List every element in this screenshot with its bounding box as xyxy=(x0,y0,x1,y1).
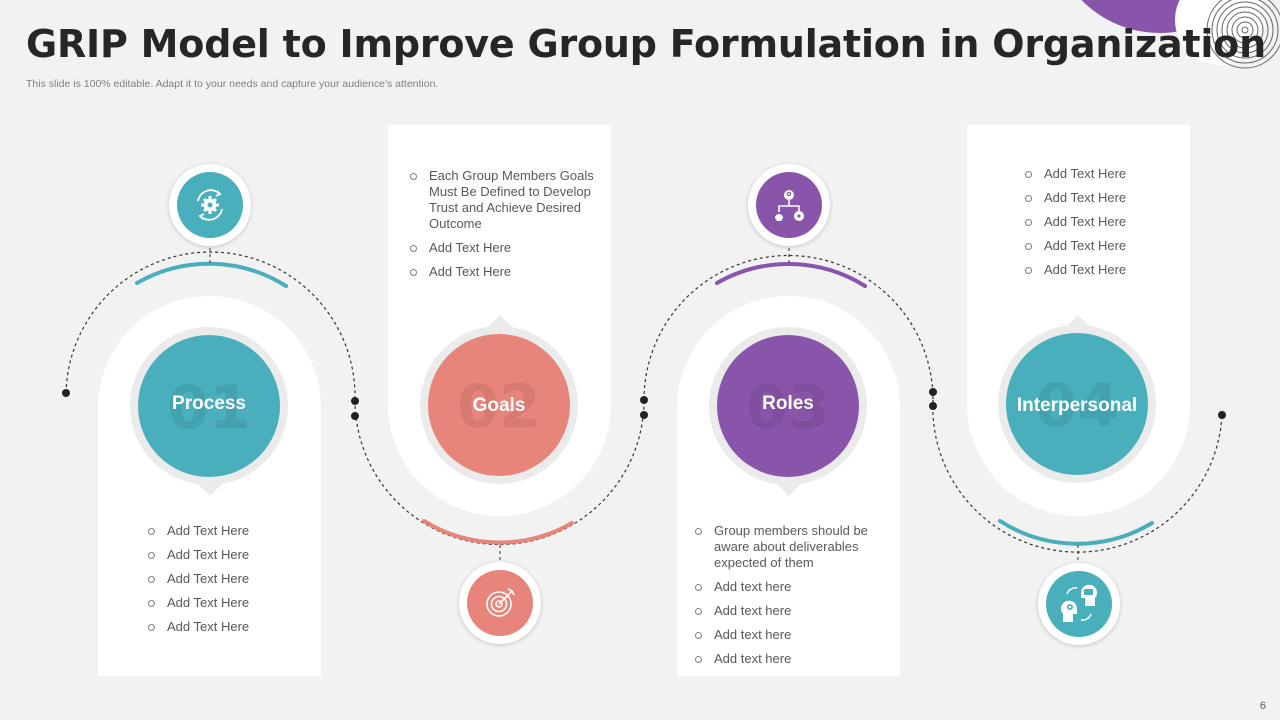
list-item: Add Text Here xyxy=(1025,238,1175,254)
connector-arc-1 xyxy=(65,251,356,401)
step-3-pointer xyxy=(775,482,803,496)
page-subtitle: This slide is 100% editable. Adapt it to… xyxy=(26,78,439,90)
target-icon xyxy=(467,570,533,636)
decorative-concentric-rings xyxy=(1206,0,1280,69)
step-4-circle: 04 Interpersonal xyxy=(1006,333,1148,475)
list-item: Add Text Here xyxy=(1025,214,1175,230)
step-4-circle-ring: 04 Interpersonal xyxy=(998,325,1156,483)
list-item: Add text here xyxy=(695,651,880,667)
connector-dot xyxy=(1218,411,1226,419)
connector-arc-3 xyxy=(643,254,934,401)
step-3-label: Roles xyxy=(762,393,814,414)
step-4-number: 04 xyxy=(1035,371,1119,441)
page-title: GRIP Model to Improve Group Formulation … xyxy=(26,22,1266,66)
connector-dot xyxy=(640,396,648,404)
connector-dot xyxy=(640,411,648,419)
step-1-label: Process xyxy=(172,393,246,414)
accent-arc-interpersonal xyxy=(998,519,1154,546)
step-1-circle-ring: 01 Process xyxy=(130,327,288,485)
step-3-circle-ring: 03 Roles xyxy=(709,327,867,485)
list-item: Add text here xyxy=(695,603,880,619)
list-item: Add Text Here xyxy=(1025,190,1175,206)
list-item: Add Text Here xyxy=(148,547,308,563)
step-2-circle-ring: 02 Goals xyxy=(420,326,578,484)
team-hierarchy-icon xyxy=(756,172,822,238)
step-4-label: Interpersonal xyxy=(1016,395,1138,416)
list-item: Add Text Here xyxy=(1025,166,1175,182)
step-1-icon-badge xyxy=(169,164,251,246)
accent-arc-process xyxy=(135,261,288,288)
communication-heads-icon xyxy=(1046,571,1112,637)
step-3-circle: 03 Roles xyxy=(717,335,859,477)
list-item: Add text here xyxy=(695,627,880,643)
connector-arc-4 xyxy=(932,399,1223,553)
gear-cycle-icon xyxy=(177,172,243,238)
step-3-bullet-list: Group members should be aware about deli… xyxy=(695,523,880,675)
list-item: Add Text Here xyxy=(148,571,308,587)
connector-dot xyxy=(929,402,937,410)
step-2-pointer xyxy=(486,315,514,329)
step-4-bullet-list: Add Text Here Add Text Here Add Text Her… xyxy=(1025,166,1175,286)
list-item: Add text here xyxy=(695,579,880,595)
accent-arc-roles xyxy=(715,262,867,288)
connector-dot xyxy=(62,389,70,397)
step-2-bullet-list: Each Group Members Goals Must Be Defined… xyxy=(410,168,595,288)
list-item: Add Text Here xyxy=(1025,262,1175,278)
connector-dot xyxy=(929,388,937,396)
list-item: Add Text Here xyxy=(410,264,595,280)
connector-arc-2 xyxy=(354,399,645,546)
step-1-pointer xyxy=(196,482,224,496)
connector-dot xyxy=(351,397,359,405)
list-item: Add Text Here xyxy=(148,619,308,635)
step-2-icon-badge xyxy=(459,562,541,644)
step-1-circle: 01 Process xyxy=(138,335,280,477)
list-item: Add Text Here xyxy=(148,523,308,539)
step-2-number: 02 xyxy=(457,372,541,442)
step-3-icon-badge xyxy=(748,164,830,246)
step-3-number: 03 xyxy=(746,373,830,443)
step-2-circle: 02 Goals xyxy=(428,334,570,476)
step-2-label: Goals xyxy=(472,395,526,416)
step-1-number: 01 xyxy=(167,373,251,443)
connector-dot xyxy=(351,412,359,420)
list-item: Group members should be aware about deli… xyxy=(695,523,880,571)
accent-arc-goals xyxy=(422,519,574,545)
step-1-bullet-list: Add Text Here Add Text Here Add Text Her… xyxy=(148,523,308,643)
page-number: 6 xyxy=(1259,700,1266,712)
list-item: Add Text Here xyxy=(410,240,595,256)
step-4-icon-badge xyxy=(1038,563,1120,645)
list-item: Each Group Members Goals Must Be Defined… xyxy=(410,168,595,232)
list-item: Add Text Here xyxy=(148,595,308,611)
